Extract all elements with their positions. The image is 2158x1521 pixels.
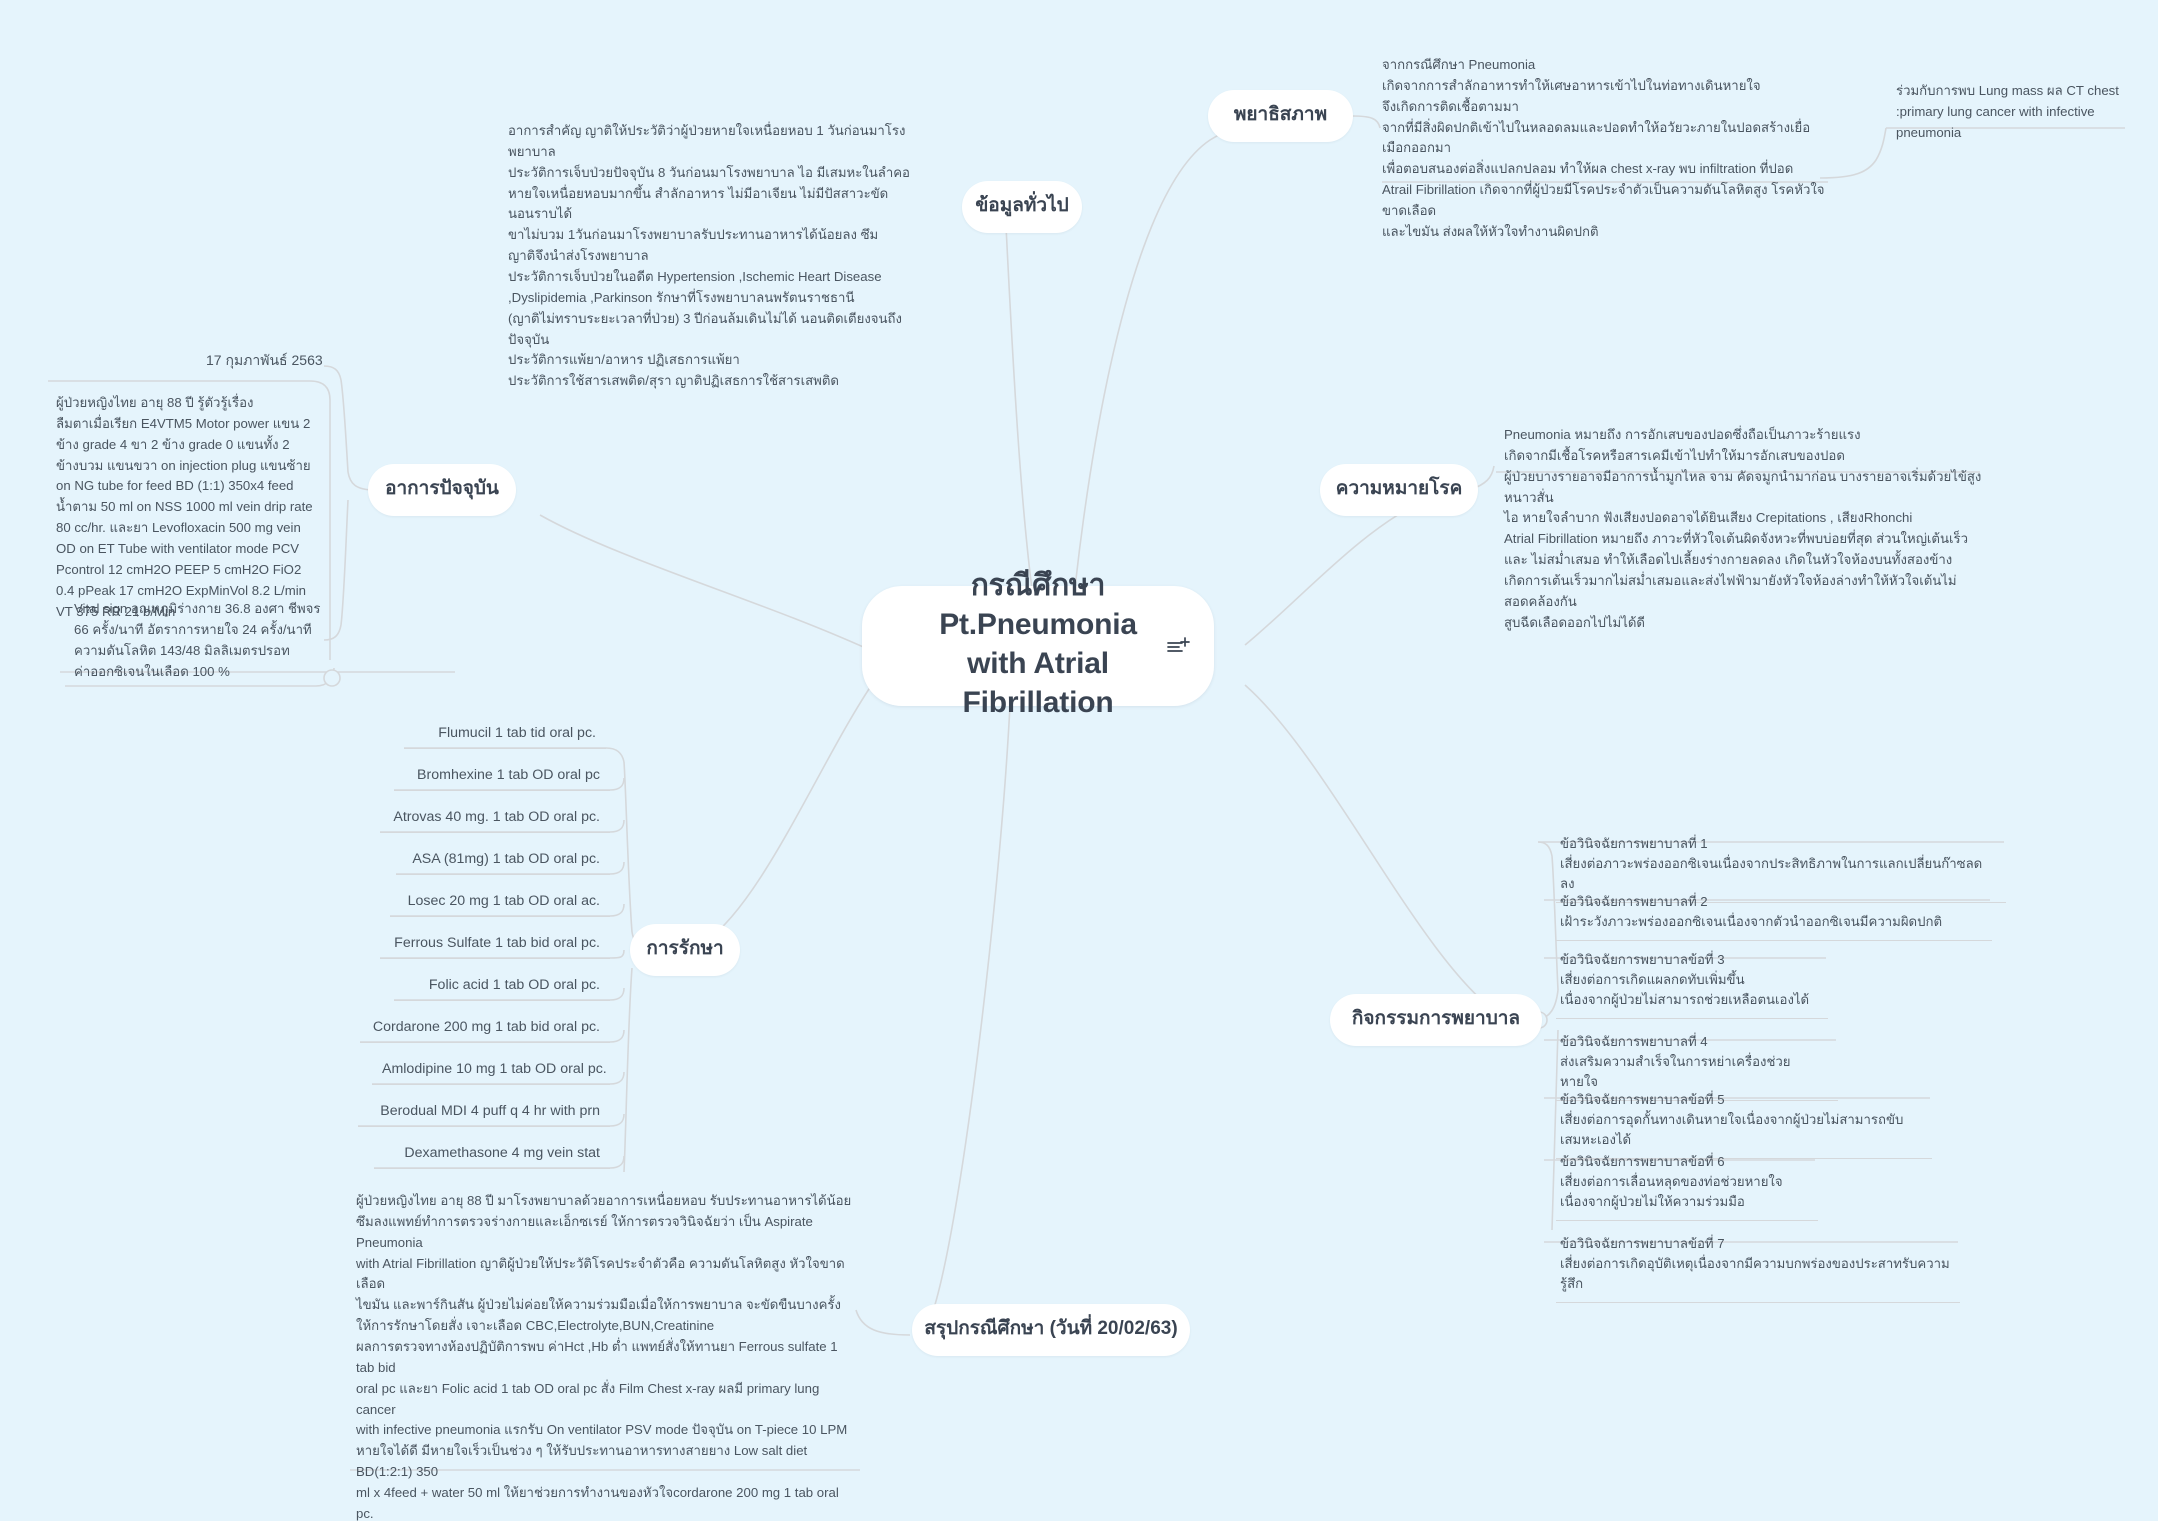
current-symptoms-text: ผู้ป่วยหญิงไทย อายุ 88 ปี รู้ตัวรู้เรื่อ… [56,395,313,619]
case-summary-text-block[interactable]: ผู้ป่วยหญิงไทย อายุ 88 ปี มาโรงพยาบาลด้ว… [348,1188,860,1521]
nursing-diagnosis-text: ข้อวินิจฉัยการพยาบาลข้อที่ 5 เสี่ยงต่อกา… [1560,1092,1904,1148]
nursing-diagnosis-item[interactable]: ข้อวินิจฉัยการพยาบาลที่ 2 เฝ้าระวังภาวะพ… [1556,870,1992,942]
vital-signs-block[interactable]: Vital sign อุณหภูมิร่างกาย 36.8 องศา ชีพ… [66,596,346,688]
branch-case-summary-label: สรุปกรณีศึกษา (วันที่ 20/02/63) [924,1317,1178,1339]
medication-label: Losec 20 mg 1 tab OD oral ac. [407,893,600,909]
nursing-diagnosis-item[interactable]: ข้อวินิจฉัยการพยาบาลที่ 1 เสี่ยงต่อภาวะพ… [1556,812,2006,904]
nursing-diagnosis-item[interactable]: ข้อวินิจฉัยการพยาบาลข้อที่ 5 เสี่ยงต่อกา… [1556,1068,1932,1160]
medication-row[interactable]: Bromhexine 1 tab OD oral pc [394,764,610,791]
branch-treatment[interactable]: การรักษา [630,924,740,976]
medication-row[interactable]: Atrovas 40 mg. 1 tab OD oral pc. [380,806,610,833]
branch-disease-meaning-label: ความหมายโรค [1335,477,1463,499]
branch-case-summary[interactable]: สรุปกรณีศึกษา (วันที่ 20/02/63) [912,1304,1190,1356]
root-node[interactable]: กรณีศึกษา Pt.Pneumonia with Atrial Fibri… [862,569,1214,719]
branch-general-info[interactable]: ข้อมูลทั่วไป [962,181,1082,233]
nursing-diagnosis-text: ข้อวินิจฉัยการพยาบาลที่ 4 ส่งเสริมความสำ… [1560,1034,1791,1090]
pathology-text: จากกรณีศึกษา Pneumonia เกิดจากการสำลักอา… [1382,57,1825,239]
medication-label: Folic acid 1 tab OD oral pc. [428,977,600,993]
general-info-text-block[interactable]: อาการสำคัญ ญาติให้ประวัติว่าผู้ป่วยหายใจ… [500,118,920,398]
nursing-diagnosis-item[interactable]: ข้อวินิจฉัยการพยาบาลที่ 4 ส่งเสริมความสำ… [1556,1010,1838,1102]
medication-row[interactable]: Amlodipine 10 mg 1 tab OD oral pc. [372,1058,610,1085]
medication-label: Amlodipine 10 mg 1 tab OD oral pc. [382,1061,607,1077]
nursing-diagnosis-item[interactable]: ข้อวินิจฉัยการพยาบาลข้อที่ 3 เสี่ยงต่อกา… [1556,928,1828,1020]
medication-row[interactable]: ASA (81mg) 1 tab OD oral pc. [396,848,610,875]
branch-pathology[interactable]: พยาธิสภาพ [1208,90,1353,142]
general-info-text: อาการสำคัญ ญาติให้ประวัติว่าผู้ป่วยหายใจ… [508,123,910,389]
medication-label: Dexamethasone 4 mg vein stat [404,1145,600,1161]
pathology-sub-text-block[interactable]: ร่วมกับการพบ Lung mass ผล CT chest :prim… [1888,78,2150,150]
current-symptoms-text-block[interactable]: ผู้ป่วยหญิงไทย อายุ 88 ปี รู้ตัวรู้เรื่อ… [48,390,340,628]
disease-meaning-text-block[interactable]: Pneumonia หมายถึง การอักเสบของปอดซึ่งถือ… [1496,422,1996,640]
medication-row[interactable]: Cordarone 200 mg 1 tab bid oral pc. [360,1016,610,1043]
medication-row[interactable]: Losec 20 mg 1 tab OD oral ac. [390,890,610,917]
nursing-diagnosis-item[interactable]: ข้อวินิจฉัยการพยาบาลข้อที่ 7 เสี่ยงต่อกา… [1556,1212,1960,1304]
medication-row[interactable]: Ferrous Sulfate 1 tab bid oral pc. [380,932,610,959]
medication-label: Cordarone 200 mg 1 tab bid oral pc. [372,1019,600,1035]
branch-pathology-label: พยาธิสภาพ [1233,103,1328,125]
note-lines-plus-icon[interactable] [1166,635,1192,657]
disease-meaning-text: Pneumonia หมายถึง การอักเสบของปอดซึ่งถือ… [1504,427,1982,630]
pathology-sub-text: ร่วมกับการพบ Lung mass ผล CT chest :prim… [1896,83,2119,140]
medication-label: Flumucil 1 tab tid oral pc. [438,725,596,741]
medication-row[interactable]: Folic acid 1 tab OD oral pc. [394,974,610,1001]
root-node-label: กรณีศึกษา Pt.Pneumonia with Atrial Fibri… [939,569,1137,719]
medication-label: ASA (81mg) 1 tab OD oral pc. [412,851,600,867]
nursing-diagnosis-text: ข้อวินิจฉัยการพยาบาลที่ 2 เฝ้าระวังภาวะพ… [1560,894,1943,930]
nursing-diagnosis-text: ข้อวินิจฉัยการพยาบาลข้อที่ 7 เสี่ยงต่อกา… [1560,1236,1950,1292]
nursing-diagnosis-text: ข้อวินิจฉัยการพยาบาลข้อที่ 6 เสี่ยงต่อกา… [1560,1154,1783,1210]
branch-general-info-label: ข้อมูลทั่วไป [975,194,1069,216]
case-summary-text: ผู้ป่วยหญิงไทย อายุ 88 ปี มาโรงพยาบาลด้ว… [356,1193,852,1521]
branch-disease-meaning[interactable]: ความหมายโรค [1320,464,1478,516]
branch-nursing-activities-label: กิจกรรมการพยาบาล [1351,1007,1521,1029]
medication-label: Atrovas 40 mg. 1 tab OD oral pc. [393,809,600,825]
vital-signs-text: Vital sign อุณหภูมิร่างกาย 36.8 องศา ชีพ… [74,601,321,679]
medication-label: Bromhexine 1 tab OD oral pc [417,767,600,783]
nursing-diagnosis-text: ข้อวินิจฉัยการพยาบาลข้อที่ 3 เสี่ยงต่อกา… [1560,952,1810,1008]
medication-label: Ferrous Sulfate 1 tab bid oral pc. [394,935,600,951]
branch-current-symptoms[interactable]: อาการปัจจุบัน [368,464,516,516]
medication-label: Berodual MDI 4 puff q 4 hr with prn [380,1103,600,1119]
branch-current-symptoms-label: อาการปัจจุบัน [385,477,499,499]
pathology-text-block[interactable]: จากกรณีศึกษา Pneumonia เกิดจากการสำลักอา… [1374,52,1834,249]
nursing-diagnosis-text: ข้อวินิจฉัยการพยาบาลที่ 1 เสี่ยงต่อภาวะพ… [1560,836,1983,892]
branch-nursing-activities[interactable]: กิจกรรมการพยาบาล [1330,994,1542,1046]
nursing-diagnosis-item[interactable]: ข้อวินิจฉัยการพยาบาลข้อที่ 6 เสี่ยงต่อกา… [1556,1130,1818,1222]
medication-row[interactable]: Berodual MDI 4 puff q 4 hr with prn [358,1100,610,1127]
medication-row[interactable]: Dexamethasone 4 mg vein stat [374,1142,610,1169]
branch-treatment-label: การรักษา [646,937,724,959]
current-symptoms-date: 17 กุมภาพันธ์ 2563 [206,352,323,368]
medication-row[interactable]: Flumucil 1 tab tid oral pc. [404,722,606,749]
